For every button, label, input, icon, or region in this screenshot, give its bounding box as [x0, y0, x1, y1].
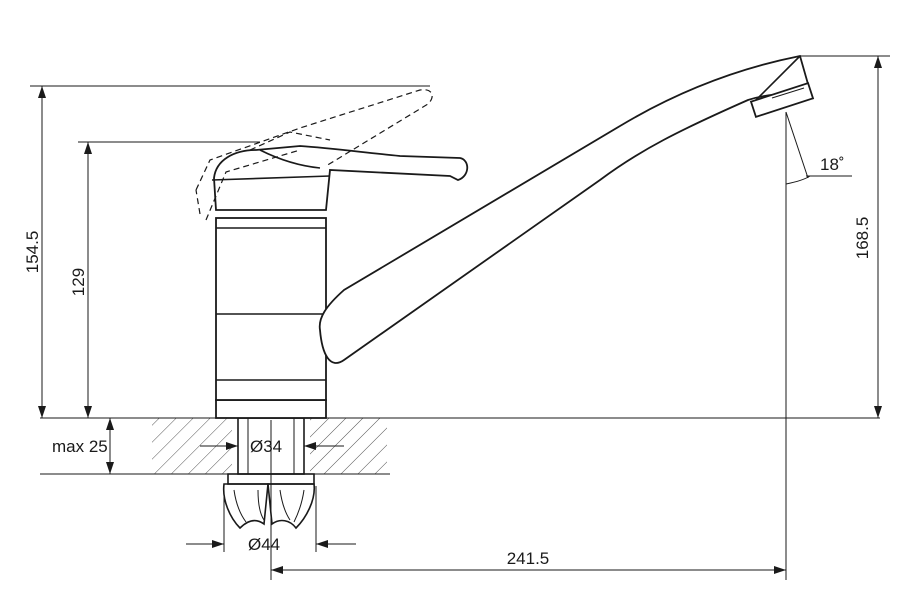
dim-spout-angle: 18˚	[785, 111, 852, 580]
faucet-body	[215, 217, 327, 419]
dim-overall-height: 154.5	[23, 85, 430, 418]
dim-nut-diameter: Ø44	[186, 486, 356, 554]
spout-angle-label: 18˚	[820, 155, 845, 174]
spout	[318, 54, 815, 364]
spout-height-label: 168.5	[853, 217, 872, 260]
dim-body-height: 129	[69, 141, 260, 418]
dim-mount-thickness: max 25	[40, 417, 150, 475]
nut-diameter-label: Ø44	[248, 535, 280, 554]
spout-reach-label: 241.5	[507, 549, 550, 568]
lever-raised-outline	[195, 89, 433, 221]
mount-thickness-label: max 25	[52, 437, 108, 456]
dim-shank-diameter: Ø34	[200, 437, 344, 456]
overall-height-label: 154.5	[23, 231, 42, 274]
body-height-label: 129	[69, 268, 88, 296]
lever-handle	[211, 145, 469, 211]
dim-spout-height: 168.5	[800, 55, 890, 418]
mounting-nut	[222, 483, 316, 530]
shank-diameter-label: Ø34	[250, 437, 282, 456]
dim-spout-reach: 241.5	[270, 420, 786, 580]
